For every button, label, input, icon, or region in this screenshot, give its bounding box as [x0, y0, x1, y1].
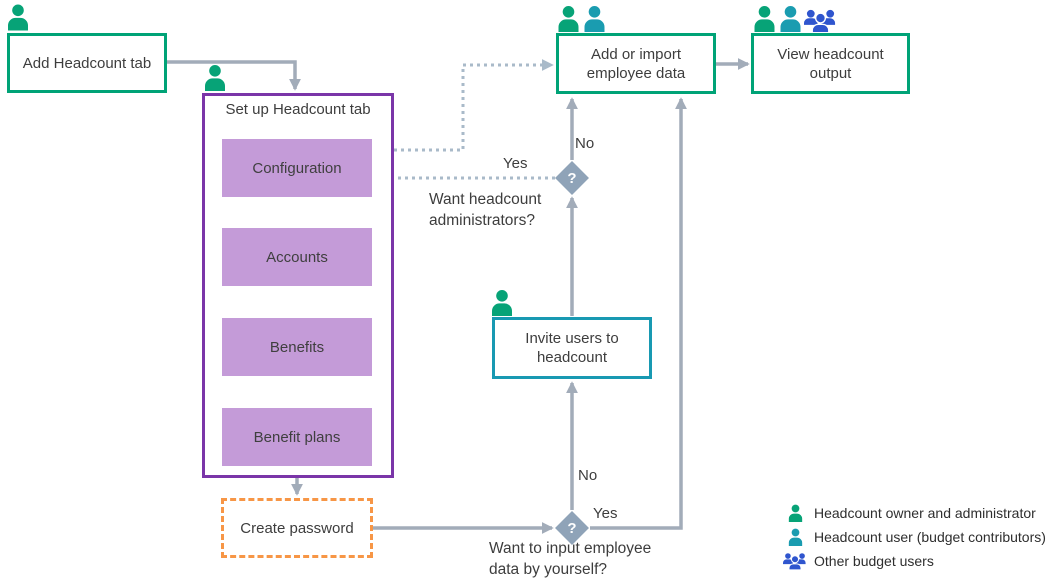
setup-container-title: Set up Headcount tab [225, 101, 371, 118]
connector-dotted-config-to-addimport [373, 59, 554, 152]
connector-decision-yes-to-addimport [590, 97, 687, 530]
node-add-headcount-tab: Add Headcount tab [7, 33, 167, 93]
person-green-icon [754, 6, 775, 32]
legend-label: Headcount owner and administrator [814, 505, 1036, 521]
node-create-password: Create password [221, 498, 373, 558]
node-benefits: Benefits [222, 318, 372, 376]
edge-label-yes: Yes [593, 505, 618, 522]
legend-label: Other budget users [814, 553, 934, 569]
node-label: Accounts [266, 248, 328, 266]
node-label: Add or import employee data [586, 45, 686, 82]
node-label: Create password [240, 519, 354, 537]
legend-item-owner: Headcount owner and administrator [782, 501, 1046, 525]
edge-label-no: No [575, 135, 595, 152]
person-green-icon [558, 6, 579, 32]
person-teal-icon [780, 6, 801, 32]
person-teal-icon [584, 6, 605, 32]
node-label: View headcount output [777, 45, 884, 82]
person-green-icon [492, 290, 512, 316]
node-accounts: Accounts [222, 228, 372, 286]
decision-question-admins: Want headcount administrators? [429, 191, 542, 229]
node-view-headcount-output: View headcount output [751, 33, 910, 94]
node-label: Benefits [269, 338, 325, 356]
person-green-icon [8, 4, 28, 31]
edge-label-no: No [578, 467, 598, 484]
node-label: Benefit plans [253, 428, 341, 446]
legend-item-other-users: Other budget users [782, 549, 1046, 573]
person-green-icon [205, 65, 225, 91]
node-label: Invite users to headcount [525, 330, 619, 366]
node-add-import-employee-data: Add or import employee data [556, 33, 716, 94]
node-label: Configuration [252, 159, 342, 177]
legend: Headcount owner and administrator Headco… [782, 501, 1046, 573]
node-benefit-plans: Benefit plans [222, 408, 372, 466]
legend-item-user: Headcount user (budget contributors) [782, 525, 1046, 549]
node-invite-users: Invite users to headcount [492, 317, 652, 379]
node-label: Add Headcount tab [22, 54, 152, 72]
decision-question-mark: ? [567, 519, 577, 537]
decision-question-mark: ? [567, 169, 577, 187]
edge-label-yes: Yes [503, 155, 528, 172]
connector-addtab-to-setup [167, 60, 301, 91]
node-configuration: Configuration [222, 139, 372, 197]
decision-question-self-input: Want to input employee data by yourself? [489, 540, 652, 578]
people-blue-icon [782, 552, 808, 570]
people-blue-icon [804, 9, 836, 33]
person-green-icon [782, 504, 808, 522]
legend-label: Headcount user (budget contributors) [814, 529, 1046, 545]
person-teal-icon [782, 528, 808, 546]
